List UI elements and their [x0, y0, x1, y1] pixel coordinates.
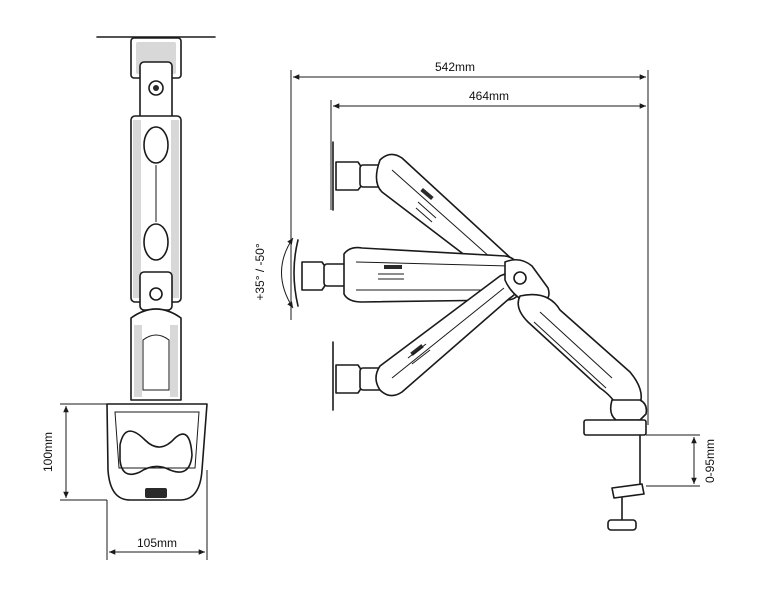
- overall-width-dimension: 542mm: [290, 60, 649, 425]
- front-view: [96, 36, 216, 501]
- clamp-knob: [607, 519, 637, 531]
- base-width-dimension: 105mm: [106, 470, 208, 560]
- overall-width-label: 542mm: [435, 60, 475, 74]
- clamp-thickness-label: 0-95mm: [703, 439, 717, 483]
- tilt-range-label: +35° / -50°: [253, 243, 267, 301]
- clamp-assembly: [583, 399, 648, 531]
- clamp-thickness-dimension: 0-95mm: [646, 434, 717, 487]
- cable-channel: [119, 430, 193, 476]
- clamp-base: [106, 403, 208, 501]
- base-width-label: 105mm: [137, 536, 177, 550]
- support-arm: [517, 293, 643, 411]
- clamp-jaw: [611, 483, 645, 499]
- elbow-joint: [139, 271, 173, 311]
- arm-position-lowered: [332, 273, 520, 411]
- desk-plate: [583, 419, 647, 436]
- tilt-joint: [139, 61, 173, 123]
- base-height-dimension: 100mm: [41, 403, 107, 501]
- tilt-dimension: +35° / -50°: [253, 237, 294, 309]
- arm-width-dimension: 464mm: [330, 89, 646, 210]
- arm-width-label: 464mm: [469, 89, 509, 103]
- arm-position-raised: [332, 141, 519, 283]
- arm-position-level: [293, 239, 519, 307]
- tilt-knob: [148, 80, 164, 96]
- base-height-label: 100mm: [41, 432, 55, 472]
- monitor-plate-level: [293, 239, 299, 307]
- column-base: [609, 399, 648, 421]
